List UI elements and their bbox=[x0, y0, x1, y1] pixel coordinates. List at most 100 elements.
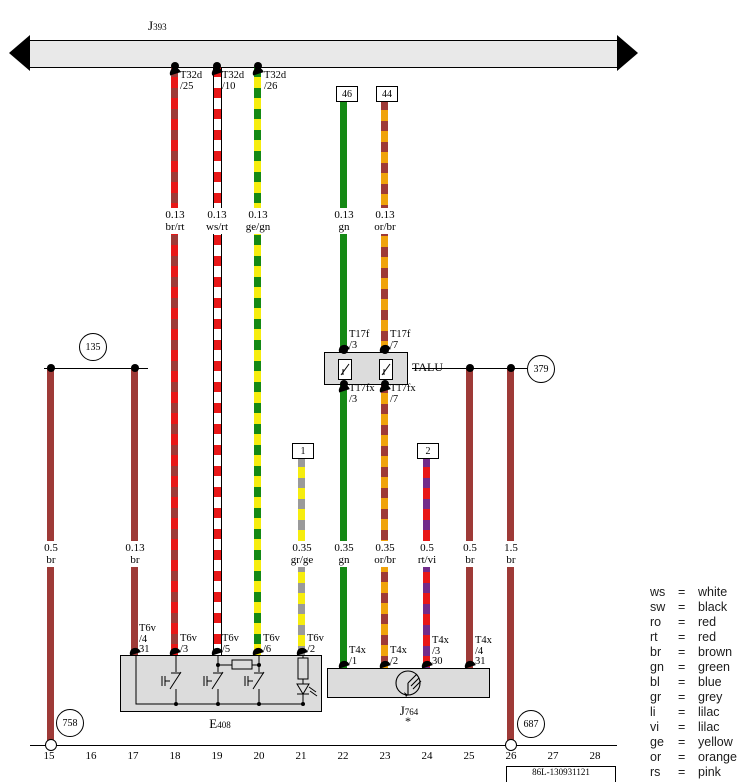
e408-label-main: E bbox=[209, 716, 218, 731]
legend-eq: = bbox=[678, 585, 686, 599]
track-number: 26 bbox=[505, 750, 517, 762]
connector-label: T6v/6 bbox=[263, 633, 280, 655]
junction-circle: 379 bbox=[527, 355, 555, 383]
legend-name: white bbox=[698, 585, 728, 599]
legend-abbr: ws bbox=[650, 585, 666, 599]
connector-label: T32d/25 bbox=[180, 70, 203, 92]
legend-eq: = bbox=[678, 660, 686, 674]
j764-footnote-mark: * bbox=[405, 714, 411, 728]
j764-label: J764 bbox=[400, 703, 419, 719]
j764-label-sub: 764 bbox=[404, 707, 419, 717]
component-j764 bbox=[327, 668, 490, 698]
legend-abbr: gr bbox=[650, 690, 662, 704]
wire bbox=[466, 368, 473, 668]
track-number: 21 bbox=[295, 750, 307, 762]
e408-label-sub: 408 bbox=[217, 720, 231, 730]
diagram-number-box: 86L-130931121 bbox=[506, 766, 616, 782]
junction-dot bbox=[340, 346, 348, 354]
wire bbox=[254, 67, 261, 655]
junction-dot bbox=[507, 364, 515, 372]
reference-box: 46 bbox=[336, 86, 358, 102]
legend-row: vi=lilac bbox=[650, 720, 746, 735]
bus-label-sub: 393 bbox=[153, 22, 167, 32]
wire bbox=[381, 383, 388, 668]
talu-pin-socket-icon bbox=[379, 359, 393, 380]
connector-label: T6v/2 bbox=[307, 633, 324, 655]
legend-abbr: rs bbox=[650, 765, 661, 779]
legend-name: pink bbox=[698, 765, 721, 779]
legend-row: rt = red bbox=[650, 630, 746, 645]
track-number: 15 bbox=[43, 750, 55, 762]
talu-connector-block bbox=[324, 352, 408, 385]
connector-label: T32d/26 bbox=[264, 70, 287, 92]
legend-row: gn = green bbox=[650, 660, 746, 675]
track-number: 22 bbox=[337, 750, 349, 762]
j764-motor-icon bbox=[395, 670, 422, 697]
e408-circuit-icon bbox=[135, 656, 318, 706]
legend-row: ge=yellow bbox=[650, 735, 746, 750]
legend-name: orange bbox=[698, 750, 737, 764]
connector-label: T17f/7 bbox=[390, 329, 411, 351]
j764-label-main: J bbox=[399, 703, 405, 718]
connection-line bbox=[44, 368, 148, 369]
talu-pin-socket-icon bbox=[338, 359, 352, 380]
connector-label: T6v/3 bbox=[180, 633, 197, 655]
junction-dot bbox=[466, 364, 474, 372]
legend-name: lilac bbox=[698, 720, 720, 734]
track-number: 19 bbox=[211, 750, 223, 762]
legend-abbr: ro bbox=[650, 615, 662, 629]
junction-dot bbox=[381, 380, 389, 388]
legend-name: green bbox=[698, 660, 730, 674]
legend-eq: = bbox=[678, 615, 686, 629]
legend-eq: = bbox=[678, 630, 686, 644]
legend-abbr: or bbox=[650, 750, 662, 764]
reference-box: 2 bbox=[417, 443, 439, 459]
junction-circle: 135 bbox=[79, 333, 107, 361]
legend-eq: = bbox=[678, 750, 686, 764]
legend-abbr: br bbox=[650, 645, 662, 659]
junction-dot bbox=[131, 364, 139, 372]
wire bbox=[131, 368, 138, 655]
track-number: 25 bbox=[463, 750, 475, 762]
reference-box: 44 bbox=[376, 86, 398, 102]
junction-dot bbox=[171, 62, 179, 70]
connector-label: T17f/3 bbox=[349, 329, 370, 351]
wire bbox=[213, 67, 222, 655]
connector-label: T32d/10 bbox=[222, 70, 245, 92]
legend-abbr: gn bbox=[650, 660, 664, 674]
wire bbox=[171, 67, 178, 655]
bus-arrow-right-icon bbox=[617, 35, 638, 71]
legend-row: gr=grey bbox=[650, 690, 746, 705]
junction-dot bbox=[340, 380, 348, 388]
connector-label: T17fx/3 bbox=[349, 383, 375, 405]
track-number: 17 bbox=[127, 750, 139, 762]
legend-row: br=brown bbox=[650, 645, 746, 660]
legend-abbr: li bbox=[650, 705, 656, 719]
legend-eq: = bbox=[678, 690, 686, 704]
diagram-number: 86L-130931121 bbox=[532, 767, 590, 777]
legend-name: lilac bbox=[698, 705, 720, 719]
bus-arrow-left-icon bbox=[9, 35, 30, 71]
legend-abbr: rt bbox=[650, 630, 658, 644]
bus-bar bbox=[30, 40, 617, 68]
junction-dot bbox=[213, 62, 221, 70]
legend-eq: = bbox=[678, 705, 686, 719]
reference-box: 1 bbox=[292, 443, 314, 459]
legend-name: red bbox=[698, 630, 717, 644]
connection-line bbox=[30, 745, 617, 746]
bus-label: J393 bbox=[148, 18, 167, 34]
track-number: 16 bbox=[85, 750, 97, 762]
e408-label: E408 bbox=[209, 716, 230, 732]
junction-circle: 758 bbox=[56, 709, 84, 737]
